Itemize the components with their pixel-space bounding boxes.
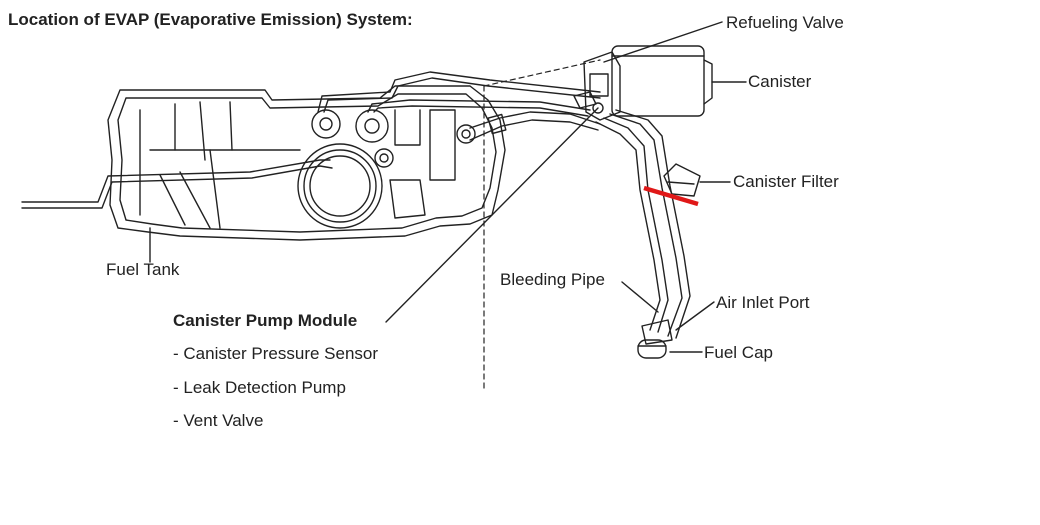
tank-valve-left <box>311 109 341 139</box>
tank-valve-small <box>374 148 394 168</box>
vapor-pipe-left <box>21 159 331 203</box>
tank-valve-right <box>355 109 389 143</box>
label-canister-filter: Canister Filter <box>733 172 839 191</box>
canister-filter-body <box>663 163 701 197</box>
highlight-mark <box>643 185 699 207</box>
label-pump-part-vent-valve: - Vent Valve <box>173 411 264 430</box>
label-canister: Canister <box>748 72 812 91</box>
label-canister-pump-module: Canister Pump Module <box>173 311 358 330</box>
pump-module-body <box>583 51 621 121</box>
canister-body <box>611 45 705 117</box>
label-refueling-valve: Refueling Valve <box>726 13 844 32</box>
label-air-inlet-port: Air Inlet Port <box>716 293 810 312</box>
label-fuel-cap: Fuel Cap <box>704 343 773 362</box>
label-pump-part-pressure-sensor: - Canister Pressure Sensor <box>173 344 379 363</box>
fuel-pump-ring <box>297 143 383 229</box>
diagram-title: Location of EVAP (Evaporative Emission) … <box>8 10 413 29</box>
canister-to-filler-pipe <box>595 121 661 331</box>
fuel-cap-body <box>637 339 667 359</box>
label-pump-part-leak-detection: - Leak Detection Pump <box>173 378 346 397</box>
label-fuel-tank: Fuel Tank <box>106 260 180 279</box>
label-bleeding-pipe: Bleeding Pipe <box>500 270 605 289</box>
